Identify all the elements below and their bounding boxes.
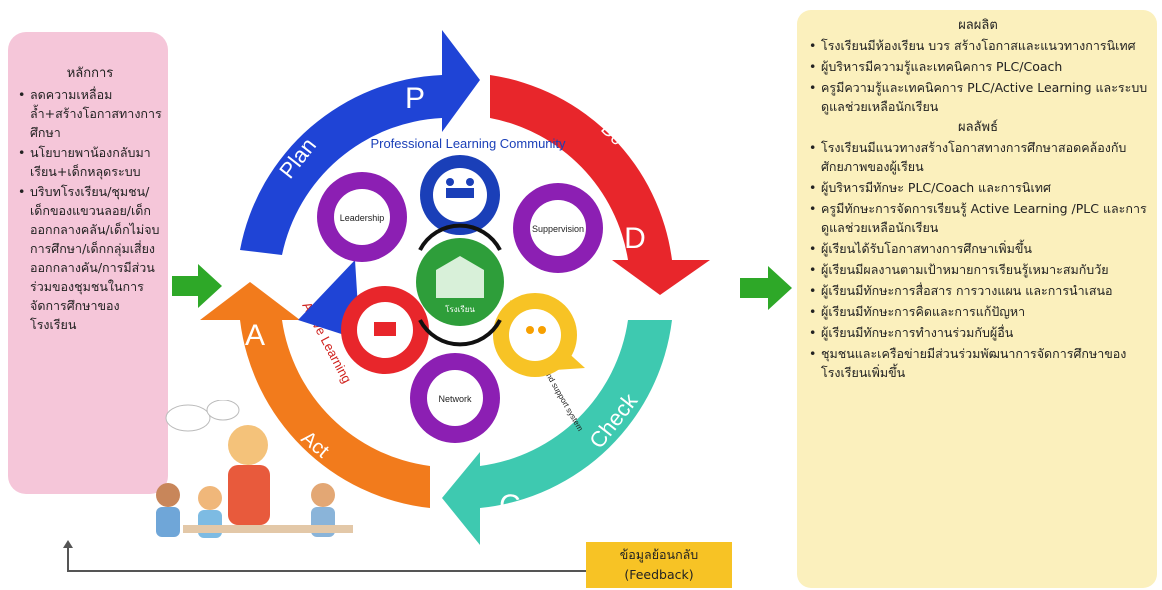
supervision-gear: Suppervision xyxy=(513,183,603,273)
feedback-label: ข้อมูลย้อนกลับ xyxy=(619,547,699,562)
act-letter: A xyxy=(245,319,265,352)
outcome-item: ผู้เรียนมีทักษะการทำงานร่วมกับผู้อื่น xyxy=(807,323,1149,342)
output-item: โรงเรียนมีห้องเรียน บวร สร้างโอกาสและแนว… xyxy=(807,36,1149,55)
principles-title: หลักการ xyxy=(66,66,114,81)
principle-item: นโยบายพาน้องกลับมาเรียน+เด็กหลุดระบบ xyxy=(18,143,162,181)
outcome-item: ผู้เรียนมีทักษะการคิดและการแก้ปัญหา xyxy=(807,302,1149,321)
team-gear xyxy=(420,155,500,235)
network-label: Network xyxy=(438,394,472,404)
output-arrow-icon xyxy=(740,266,792,310)
do-segment: D Do xyxy=(490,75,710,295)
feedback-sublabel: (Feedback) xyxy=(624,567,694,582)
feedback-line xyxy=(68,570,588,572)
feedback-box: ข้อมูลย้อนกลับ (Feedback) xyxy=(586,542,732,588)
results-panel: ผลผลิต โรงเรียนมีห้องเรียน บวร สร้างโอกา… xyxy=(797,10,1157,588)
feedback-line-vertical xyxy=(67,545,69,572)
principle-item: บริบทโรงเรียน/ชุมชน/เด็กของแขวนลอย/เด็กอ… xyxy=(18,182,162,334)
plc-label: Professional Learning Community xyxy=(370,136,566,151)
pdca-cycle-diagram: P Plan D Do C Check A Act Professional L… xyxy=(200,30,710,545)
outcome-item: ครูมีทักษะการจัดการเรียนรู้ Active Learn… xyxy=(807,199,1149,237)
outputs-heading: ผลผลิต xyxy=(958,18,998,33)
outcome-item: โรงเรียนมีแนวทางสร้างโอกาสทางการศึกษาสอด… xyxy=(807,138,1149,176)
supervision-label: Suppervision xyxy=(532,224,584,234)
school-gear: โรงเรียน xyxy=(416,238,504,326)
principles-list: ลดความเหลื่อมล้ำ+สร้างโอกาสทางการศึกษา น… xyxy=(18,85,162,334)
check-letter: C xyxy=(499,489,521,522)
outcome-item: ผู้เรียนมีผลงานตามเป้าหมายการเรียนรู้เหม… xyxy=(807,260,1149,279)
teacher-students-illustration xyxy=(156,400,353,538)
leadership-label: Leadership xyxy=(340,213,385,223)
output-item: ผู้บริหารมีความรู้และเทคนิคการ PLC/Coach xyxy=(807,57,1149,76)
outputs-list: โรงเรียนมีห้องเรียน บวร สร้างโอกาสและแนว… xyxy=(807,36,1149,116)
student-care-gear xyxy=(493,293,577,377)
outcome-item: ผู้เรียนมีทักษะการสื่อสาร การวางแผน และก… xyxy=(807,281,1149,300)
school-label: โรงเรียน xyxy=(445,304,475,314)
output-item: ครูมีความรู้และเทคนิคการ PLC/Active Lear… xyxy=(807,78,1149,116)
plan-segment: P Plan xyxy=(240,30,480,255)
leadership-gear: Leadership xyxy=(317,172,407,262)
outcomes-heading: ผลลัพธ์ xyxy=(957,120,999,135)
network-gear: Network xyxy=(410,353,500,443)
outcomes-list: โรงเรียนมีแนวทางสร้างโอกาสทางการศึกษาสอด… xyxy=(807,138,1149,382)
principle-item: ลดความเหลื่อมล้ำ+สร้างโอกาสทางการศึกษา xyxy=(18,85,162,142)
outcome-item: ผู้บริหารมีทักษะ PLC/Coach และการนิเทศ xyxy=(807,178,1149,197)
principles-panel: หลักการ ลดความเหลื่อมล้ำ+สร้างโอกาสทางกา… xyxy=(8,32,168,494)
outcome-item: ชุมชนและเครือข่ายมีส่วนร่วมพัฒนาการจัดกา… xyxy=(807,344,1149,382)
plan-letter: P xyxy=(405,82,425,115)
feedback-arrow-icon xyxy=(63,540,73,548)
active-learning-gear xyxy=(341,286,429,374)
outcome-item: ผู้เรียนได้รับโอกาสทางการศึกษาเพิ่มขึ้น xyxy=(807,239,1149,258)
input-arrow-icon xyxy=(172,264,222,308)
do-letter: D xyxy=(624,222,646,255)
